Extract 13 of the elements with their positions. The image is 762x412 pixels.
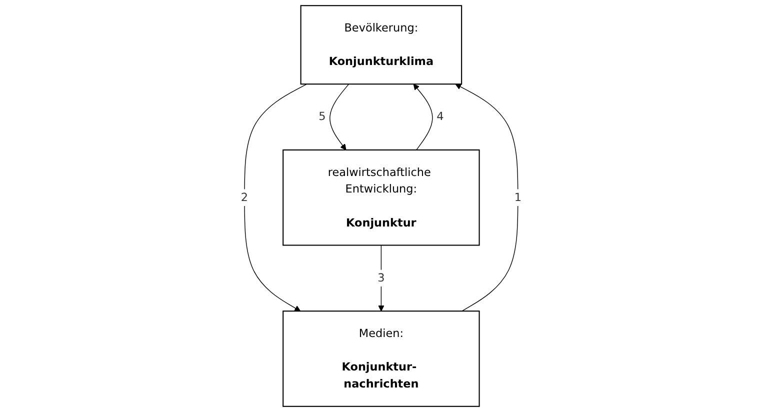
arrow bbox=[244, 84, 308, 312]
edge-label: 5 bbox=[318, 109, 326, 123]
arrow bbox=[413, 84, 433, 150]
edge-label: 1 bbox=[514, 190, 522, 204]
node-box: Bevölkerung: Konjunkturklima bbox=[300, 5, 462, 85]
node-box: Medien: Konjunktur- nachrichten bbox=[282, 310, 480, 407]
arrow bbox=[455, 84, 518, 312]
arrow bbox=[378, 244, 384, 312]
edge-label: 2 bbox=[240, 190, 248, 204]
arrow bbox=[329, 84, 349, 150]
edge-label: 4 bbox=[436, 109, 444, 123]
node-box: realwirtschaftliche Entwicklung: Konjunktur bbox=[282, 149, 480, 246]
edge-label: 3 bbox=[377, 271, 385, 284]
